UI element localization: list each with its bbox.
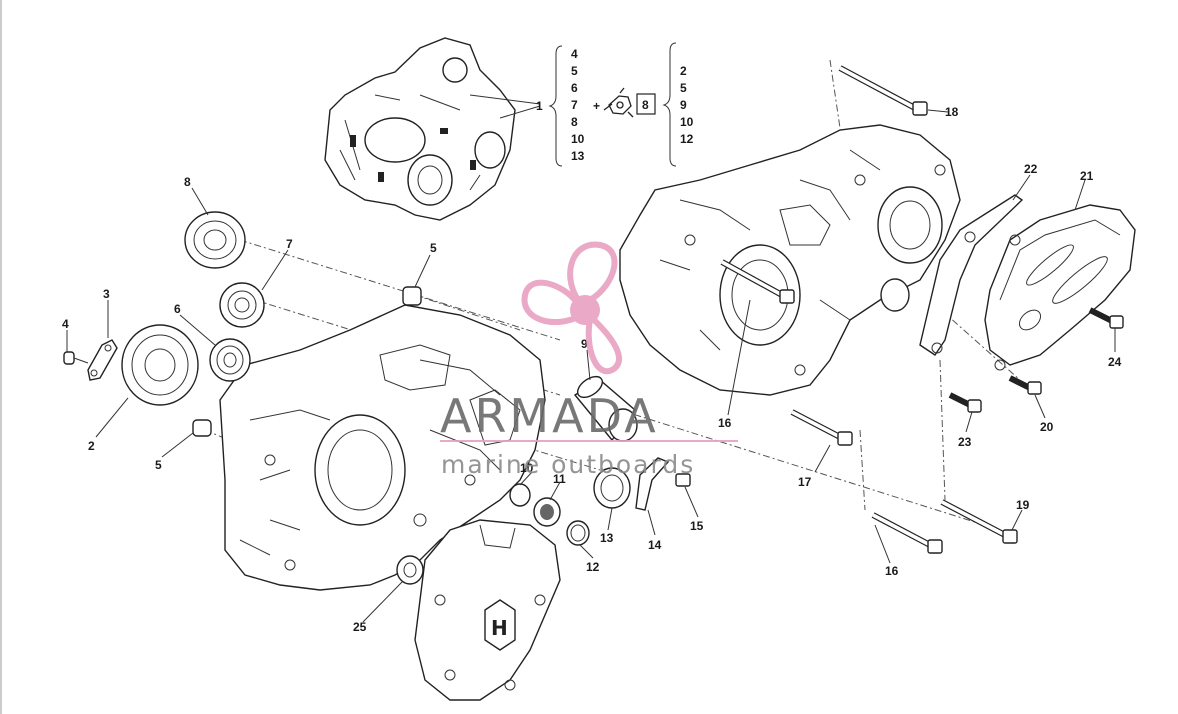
label-21: 21: [1080, 169, 1094, 183]
label-18: 18: [945, 105, 959, 119]
bearing-8: [184, 211, 246, 269]
bearing-2: [121, 324, 199, 406]
label-14: 14: [648, 538, 662, 552]
watermark: ARMADA marine outboards: [440, 241, 738, 479]
bushing-10: [509, 483, 531, 507]
circlip-12: [566, 520, 590, 546]
list-a-item: 10: [571, 132, 585, 146]
gasket-plate-22: [919, 194, 1024, 356]
list-b-item: 2: [680, 64, 687, 78]
sleeve-9: [573, 375, 638, 442]
list-b-item: 9: [680, 98, 687, 112]
propeller-logo-icon: [521, 241, 622, 375]
label-16-lower: 16: [885, 564, 899, 578]
bolt-18: [838, 65, 928, 116]
plus-sign: +: [593, 99, 600, 113]
label-17: 17: [798, 475, 812, 489]
list-a-item: 4: [571, 47, 578, 61]
seal-11: [533, 497, 561, 527]
bolt-17: [790, 409, 853, 446]
bolt-15: [675, 473, 691, 487]
label-2: 2: [88, 439, 95, 453]
label-11: 11: [553, 472, 566, 486]
list-b-item: 12: [680, 132, 694, 146]
crankcase-left-half: [219, 304, 546, 591]
part-labels: 1 2 3 4 5 5 6 7 8 9 10 11 12 13 14 15 16…: [62, 99, 1122, 634]
label-3: 3: [103, 287, 110, 301]
bolt-20: [1008, 375, 1042, 395]
label-16-upper: 16: [718, 416, 732, 430]
label-5-lower: 5: [155, 458, 162, 472]
label-1: 1: [536, 99, 543, 113]
label-10: 10: [520, 461, 534, 475]
label-5-upper: 5: [430, 241, 437, 255]
bearing-6: [209, 338, 251, 382]
label-8: 8: [184, 175, 191, 189]
list-b-item: 10: [680, 115, 694, 129]
label-25: 25: [353, 620, 367, 634]
plate-3: [87, 339, 118, 381]
leader-lines: [66, 109, 1116, 623]
dowel-5a: [402, 286, 422, 306]
clutch-cover: H: [414, 519, 561, 701]
label-23: 23: [958, 435, 972, 449]
boxed-number: 8: [642, 98, 649, 112]
bearing-25: [396, 555, 424, 585]
list-a-item: 7: [571, 98, 578, 112]
label-4: 4: [62, 317, 69, 331]
label-9: 9: [581, 337, 588, 351]
bolt-19: [940, 499, 1018, 544]
list-a-item: 6: [571, 81, 578, 95]
screw-4: [63, 351, 89, 365]
assembly-tool-icon: [603, 87, 634, 118]
svg-text:H: H: [491, 616, 508, 640]
label-24: 24: [1108, 355, 1122, 369]
label-15: 15: [690, 519, 704, 533]
label-6: 6: [174, 302, 181, 316]
crankcase-assembly-1: [324, 37, 541, 221]
bolt-16b: [871, 512, 943, 554]
list-a-item: 5: [571, 64, 578, 78]
list-a-item: 13: [571, 149, 585, 163]
boxed-number-frame: [636, 93, 656, 115]
label-20: 20: [1040, 420, 1054, 434]
assembly-list-b: 2 5 9 10 12: [662, 42, 694, 167]
label-12: 12: [586, 560, 600, 574]
bolt-16a: [720, 259, 795, 304]
list-b-item: 5: [680, 81, 687, 95]
label-19: 19: [1016, 498, 1030, 512]
list-a-item: 8: [571, 115, 578, 129]
lock-plate-14: [635, 457, 670, 511]
label-22: 22: [1024, 162, 1038, 176]
crankcase-right-half: [619, 124, 961, 396]
bolt-23: [948, 392, 982, 413]
label-13: 13: [600, 531, 614, 545]
bolt-24: [1088, 307, 1124, 329]
dowel-5b: [192, 419, 212, 437]
bearing-7: [219, 282, 265, 328]
watermark-brand: ARMADA: [440, 389, 659, 443]
cover-plate-21: [984, 204, 1136, 371]
label-7: 7: [286, 237, 293, 251]
assembly-list-a: 4 5 6 7 8 10 13: [548, 45, 585, 167]
propeller-hub: [570, 295, 600, 325]
watermark-tagline: marine outboards: [441, 450, 695, 479]
